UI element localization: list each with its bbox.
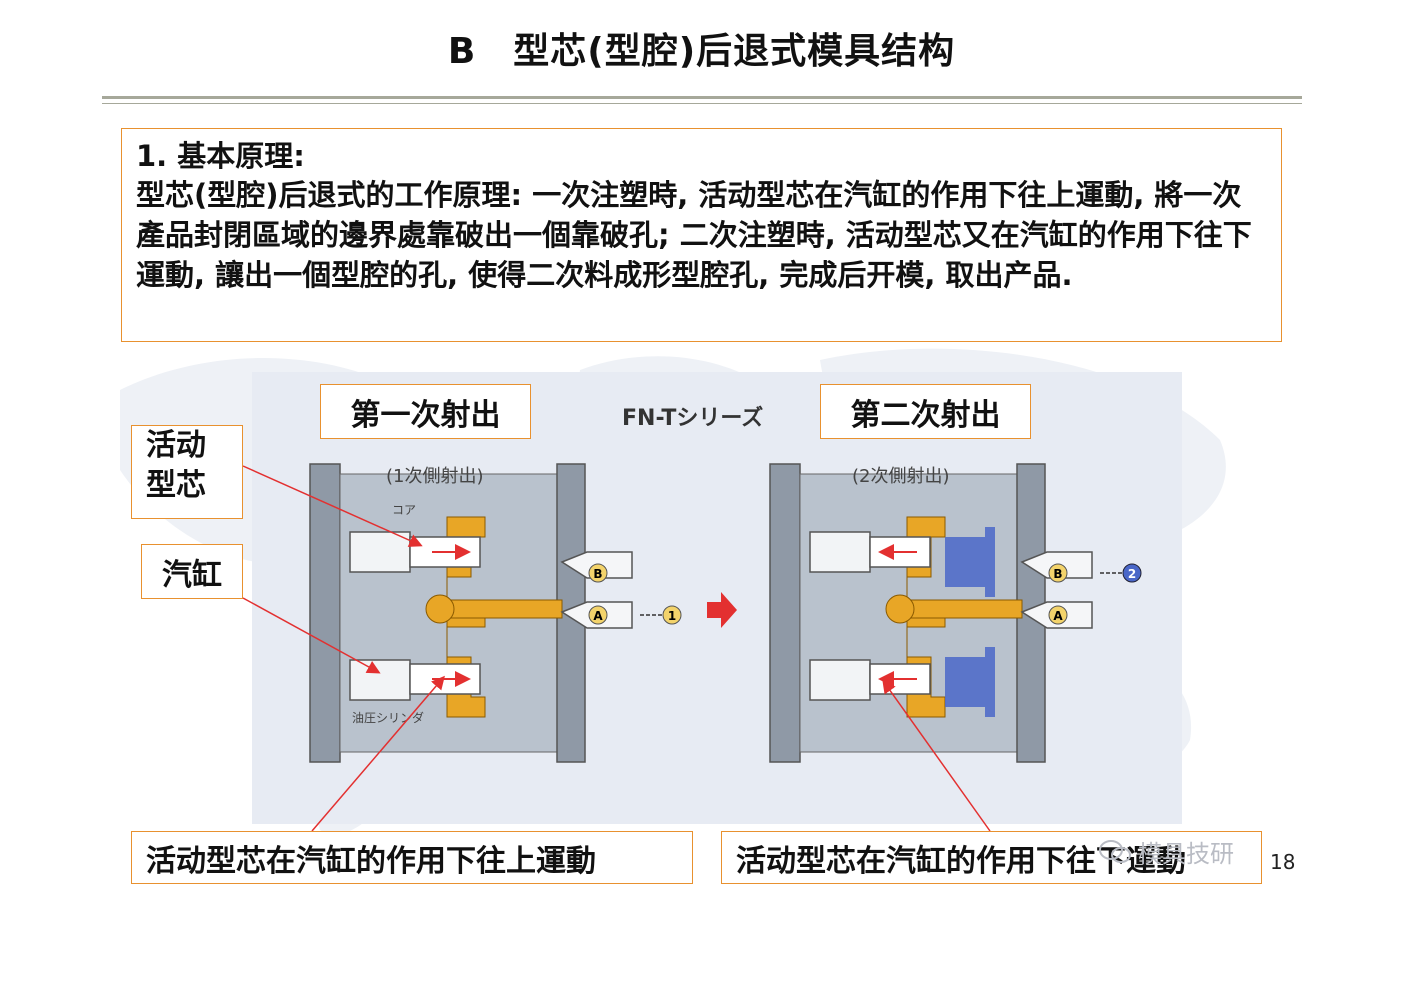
principle-text-box: 1. 基本原理: 型芯(型腔)后退式的工作原理: 一次注塑時, 活动型芯在汽缸的… (121, 128, 1282, 342)
marker-1: 1 (668, 609, 676, 623)
right-mold: B A 2 (769, 463, 1142, 763)
marker-a-left: A (593, 609, 603, 623)
watermark: 模具技研 (1098, 834, 1234, 869)
marker-2: 2 (1128, 567, 1136, 581)
wechat-icon (1099, 839, 1131, 863)
left-mold: B A 1 コア 油圧シリンダ (309, 463, 682, 763)
core-tag: コア (392, 503, 416, 517)
caption-core-down: 活动型芯在汽缸的作用下往下運動 (721, 831, 1262, 884)
first-shot-label: 第一次射出 (320, 384, 531, 439)
mold-diagram-panel: B A 1 コア 油圧シリンダ (252, 372, 1182, 824)
series-label: FN-Tシリーズ (622, 406, 764, 431)
transition-arrow-icon (707, 592, 737, 628)
watermark-text: 模具技研 (1138, 840, 1234, 868)
second-shot-label: 第二次射出 (820, 384, 1031, 439)
title-divider (102, 96, 1302, 104)
movable-core-label-line2: 型芯 (146, 468, 206, 503)
page-number: 18 (1270, 850, 1296, 874)
caption-core-up: 活动型芯在汽缸的作用下往上運動 (131, 831, 693, 884)
marker-b-right: B (1053, 567, 1062, 581)
second-side-caption: (2次側射出) (852, 466, 950, 487)
first-side-caption: (1次側射出) (386, 466, 484, 487)
principle-body: 型芯(型腔)后退式的工作原理: 一次注塑時, 活动型芯在汽缸的作用下往上運動, … (136, 178, 1252, 292)
marker-b-left: B (593, 567, 602, 581)
cylinder-label: 汽缸 (141, 544, 243, 599)
mold-diagram: B A 1 コア 油圧シリンダ (309, 463, 1142, 763)
movable-core-label: 活动 型芯 (131, 425, 243, 519)
marker-a-right: A (1053, 609, 1063, 623)
principle-heading: 1. 基本原理: (136, 139, 305, 173)
movable-core-label-line1: 活动 (146, 428, 206, 463)
slide-title: B 型芯(型腔)后退式模具结构 (447, 31, 956, 72)
